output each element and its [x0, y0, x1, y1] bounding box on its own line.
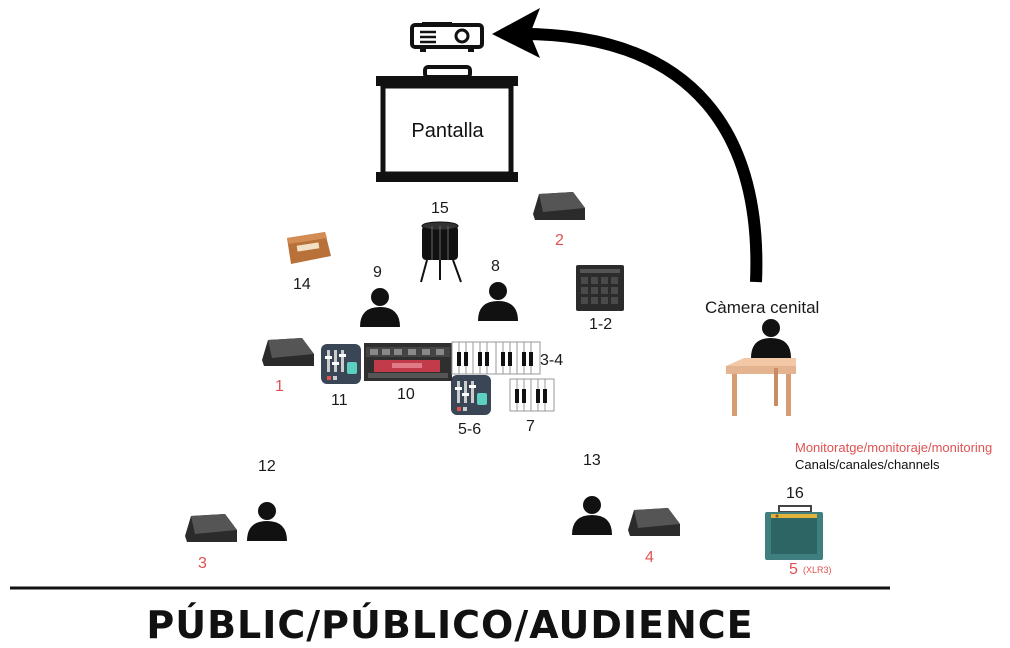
- camera-label: Càmera cenital: [705, 298, 820, 317]
- screen-label: Pantalla: [411, 120, 484, 142]
- floor-monitor-4-icon: [628, 508, 680, 536]
- keyboard-3-4-a-icon: [451, 341, 497, 375]
- input-label-9: 9: [373, 264, 382, 281]
- camera-operator-icon: [751, 319, 791, 358]
- input-label-15: 15: [431, 200, 449, 217]
- input-label-5-6: 5-6: [458, 421, 482, 438]
- monitor-label-4: 4: [645, 549, 654, 566]
- audience-label: PÚBLIC/PÚBLICO/AUDIENCE: [146, 603, 754, 647]
- mixer-controller-11-icon: [321, 344, 361, 384]
- projection-screen-icon: [376, 65, 518, 182]
- input-label-7: 7: [526, 418, 535, 435]
- harmonium-icon: [287, 232, 331, 264]
- keyboard-3-4-b-icon: [495, 341, 541, 375]
- monitor-label-1: 1: [275, 378, 284, 395]
- monitor-5-note: (XLR3): [803, 565, 832, 575]
- camera-feed-arrow: [492, 8, 763, 283]
- camera-table-icon: [726, 358, 796, 416]
- keyboard-7-icon: [509, 378, 555, 412]
- input-label-12: 12: [258, 458, 276, 475]
- pedalboard-icon: [364, 343, 452, 381]
- legend-channels: Canals/canales/channels: [795, 457, 940, 472]
- monitor-label-3: 3: [198, 555, 207, 572]
- legend-monitoring: Monitoratge/monitoraje/monitoring: [795, 440, 993, 455]
- mixer-controller-5-6-icon: [451, 375, 491, 415]
- input-label-14: 14: [293, 276, 311, 293]
- input-label-13: 13: [583, 452, 601, 469]
- input-label-1-2: 1-2: [589, 316, 613, 333]
- drum-icon: [420, 221, 462, 283]
- floor-monitor-3-icon: [185, 514, 237, 542]
- floor-monitor-2-icon: [533, 192, 585, 220]
- input-label-11: 11: [331, 392, 348, 409]
- guitar-amp-icon: [765, 505, 823, 560]
- projector-icon: [410, 22, 484, 52]
- monitor-label-5: 5: [789, 561, 798, 578]
- input-label-10: 10: [397, 386, 415, 403]
- monitor-label-2: 2: [555, 232, 564, 249]
- performer-9-icon: [360, 288, 400, 327]
- performer-12-icon: [247, 502, 287, 541]
- drum-pad-icon: [576, 265, 624, 311]
- floor-monitor-1-icon: [262, 338, 314, 366]
- performer-8-icon: [478, 282, 518, 321]
- input-label-3-4: 3-4: [540, 352, 564, 369]
- performer-13-icon: [572, 496, 612, 535]
- input-label-16: 16: [786, 485, 804, 502]
- input-label-8: 8: [491, 258, 500, 275]
